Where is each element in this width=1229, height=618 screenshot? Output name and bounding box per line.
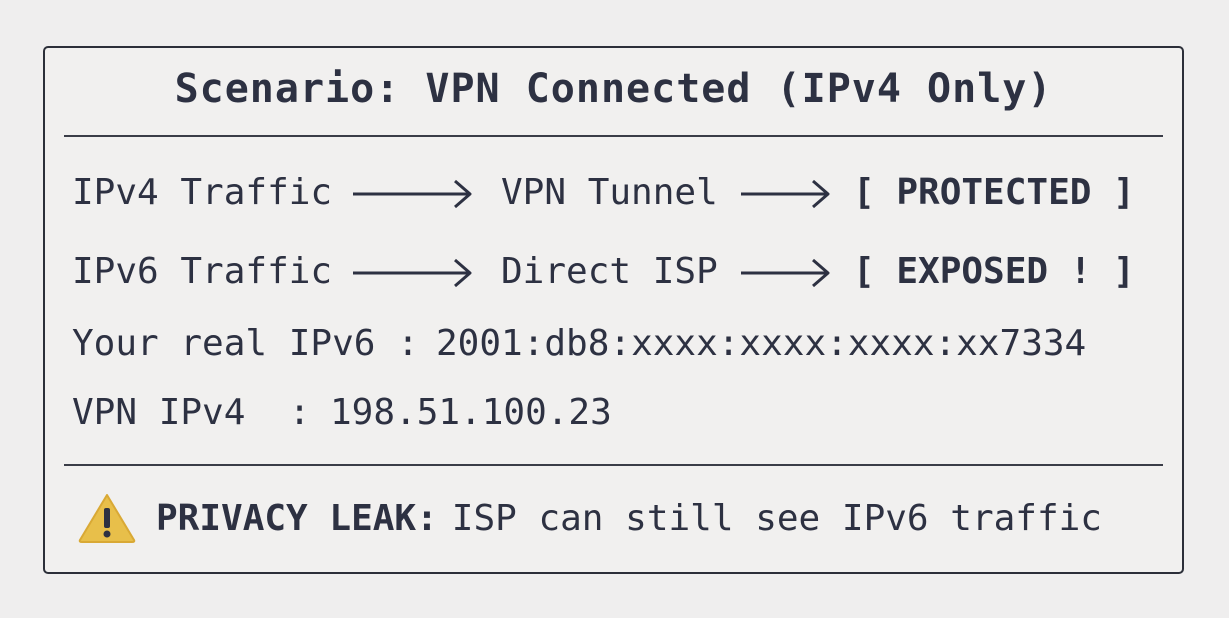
detail-value: 2001:db8:xxxx:xxxx:xxxx:xx7334 <box>436 323 1087 364</box>
arrow-icon <box>741 179 830 209</box>
divider <box>64 135 1163 137</box>
warning-triangle-icon <box>78 494 136 543</box>
scenario-title: Scenario: VPN Connected (IPv4 Only) <box>174 66 1053 112</box>
flow-status: [ EXPOSED ! ] <box>853 251 1135 292</box>
privacy-leak-label: PRIVACY LEAK: <box>156 498 438 539</box>
detail-label: Your real IPv6 : <box>72 323 419 364</box>
arrow-icon <box>353 258 472 288</box>
privacy-leak-text: ISP can still see IPv6 traffic <box>451 498 1102 539</box>
flow-source: IPv6 Traffic <box>72 251 333 292</box>
flow-source: IPv4 Traffic <box>72 172 333 213</box>
detail-value: 198.51.100.23 <box>330 392 612 433</box>
flow-path: VPN Tunnel <box>501 172 718 213</box>
arrow-icon <box>741 258 830 288</box>
privacy-leak-message: PRIVACY LEAK: ISP can still see IPv6 traf… <box>156 498 1102 539</box>
detail-label: VPN IPv4 : <box>72 392 311 433</box>
arrow-icon <box>353 179 472 209</box>
flow-status: [ PROTECTED ] <box>853 172 1135 213</box>
divider <box>64 464 1163 466</box>
scenario-panel: Scenario: VPN Connected (IPv4 Only) IPv4… <box>43 46 1184 574</box>
flow-path: Direct ISP <box>501 251 718 292</box>
